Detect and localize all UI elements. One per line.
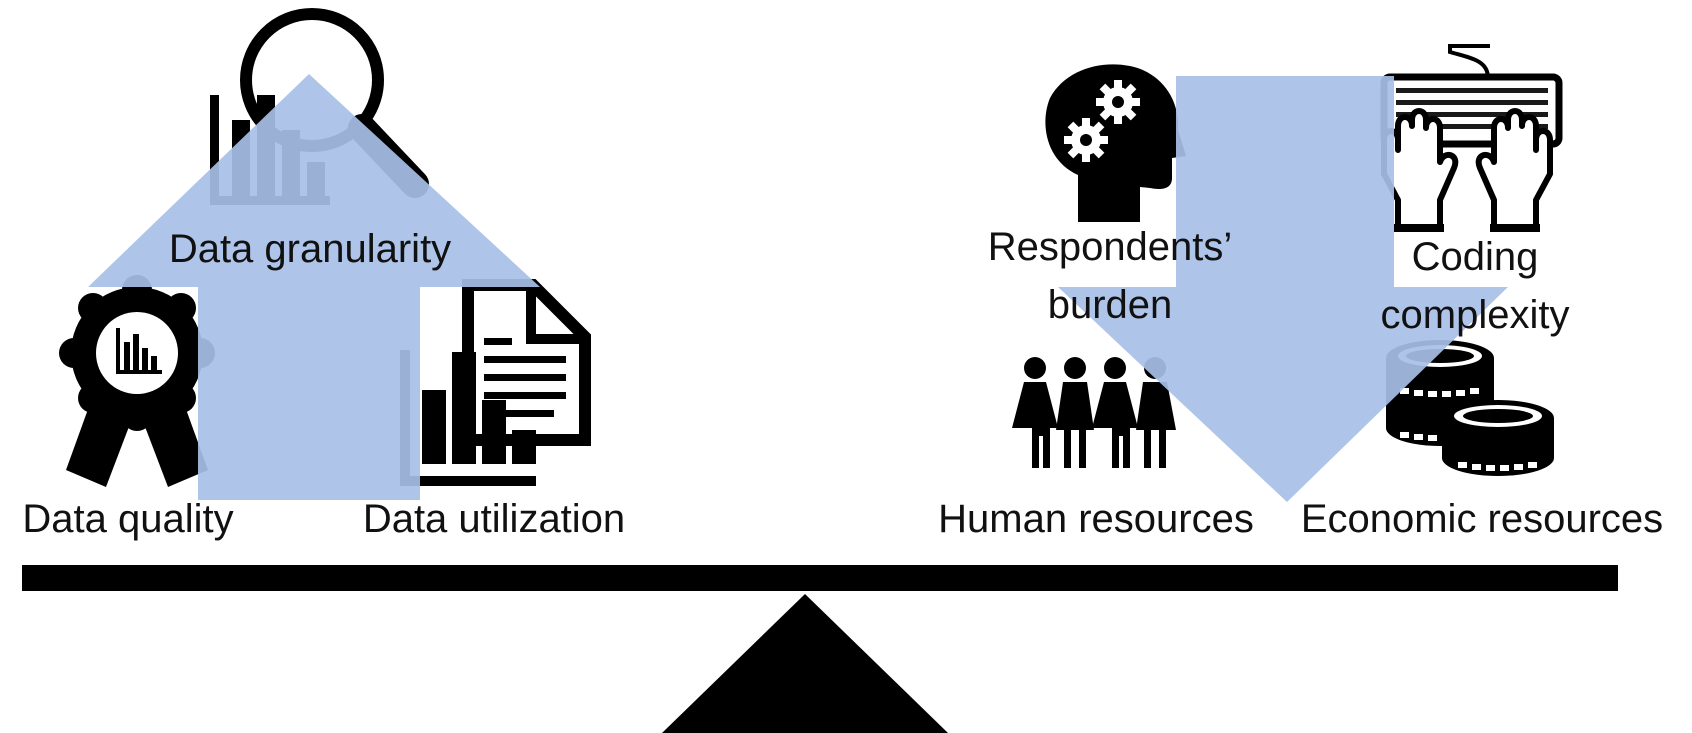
up-arrow (88, 74, 540, 500)
label-coding-complexity-line2: complexity (1380, 293, 1570, 337)
balance-beam (22, 565, 1618, 591)
people-group-icon (1012, 357, 1176, 468)
label-coding-complexity-line1: Coding (1411, 235, 1539, 279)
label-respondents-burden-line1: Respondents’ (987, 225, 1233, 269)
coins-stack-icon (1386, 340, 1554, 476)
keyboard-hands-icon (1380, 44, 1563, 232)
balance-fulcrum (662, 594, 948, 733)
label-data-utilization: Data utilization (362, 497, 626, 541)
label-economic-resources: Economic resources (1300, 497, 1664, 541)
head-gears-icon (1045, 64, 1186, 222)
label-human-resources: Human resources (938, 497, 1254, 541)
label-respondents-burden-line2: burden (1047, 283, 1173, 327)
label-data-granularity: Data granularity (168, 227, 452, 271)
down-arrow (1058, 76, 1508, 502)
label-data-quality: Data quality (22, 497, 234, 541)
